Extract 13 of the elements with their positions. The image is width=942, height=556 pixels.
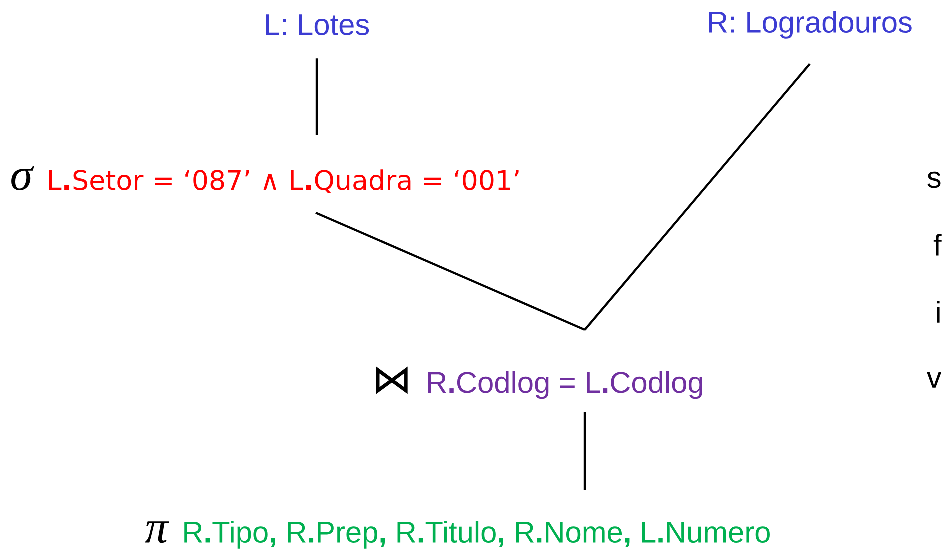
selection-operator: σ L.Setor = ‘087’ ∧ L.Quadra = ‘001’ [12, 166, 519, 194]
tree-edge [316, 58, 318, 136]
projection-operator: π R.Tipo, R.Prep, R.Titulo, R.Nome, L.Numero [145, 521, 770, 549]
tree-edge [584, 412, 586, 490]
tree-edge [584, 63, 811, 331]
join-operator: ⋈ R.Codlog = L.Codlog [376, 366, 702, 400]
cut-off-text: v [926, 372, 942, 388]
tree-edge [316, 212, 586, 331]
relation-label: R: Logradouros [709, 11, 912, 39]
cut-off-text: i [937, 301, 940, 323]
relation-label: L: Lotes [266, 14, 370, 36]
cut-off-text: f [934, 234, 942, 256]
cut-off-text: s [928, 172, 941, 188]
